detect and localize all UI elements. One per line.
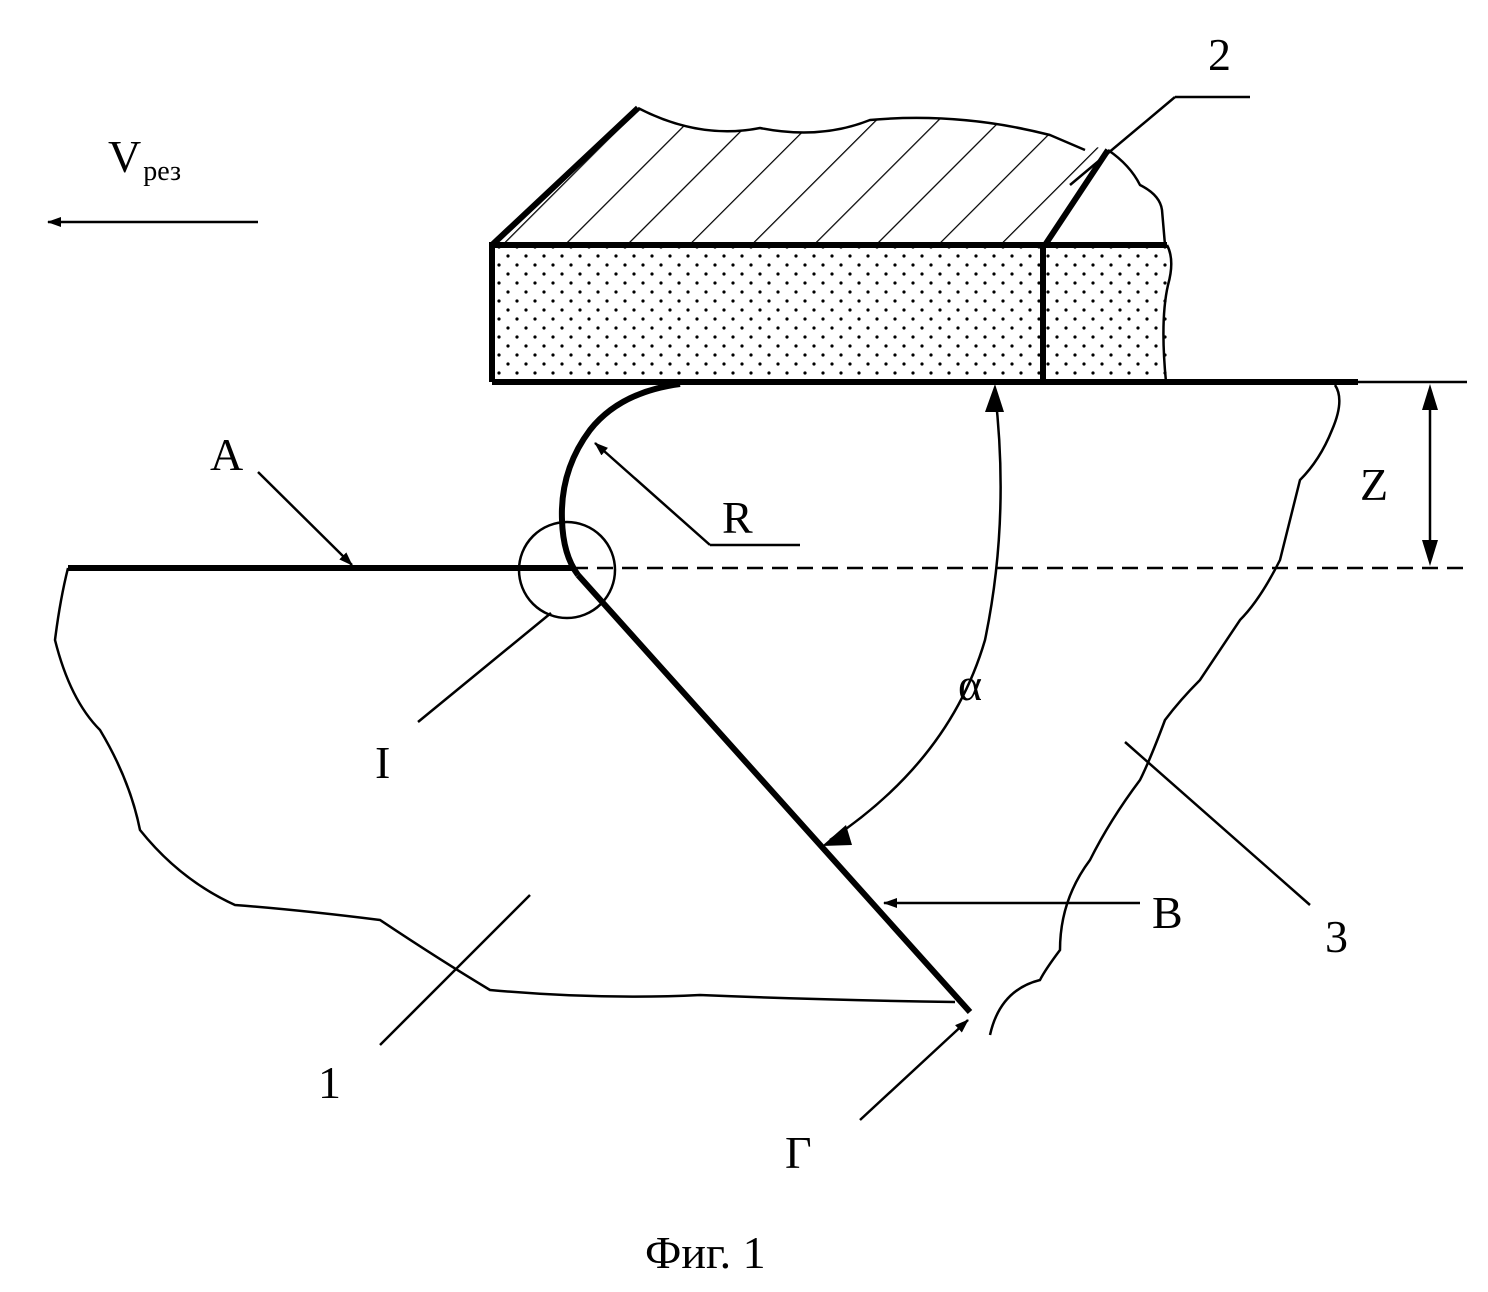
velocity-label: Vрез: [108, 131, 181, 187]
surface-b-label: В: [1152, 887, 1183, 938]
radius-r-leader: [595, 443, 710, 545]
slant-surface-b: [578, 575, 970, 1012]
radius-r-label: R: [722, 492, 753, 543]
detail-i-label: I: [375, 737, 390, 788]
angle-alpha-arc: [830, 392, 1001, 840]
depth-z-label: Z: [1360, 459, 1388, 510]
chip-profile-curve: [562, 384, 680, 575]
surface-a-leader: [258, 472, 352, 565]
point-g-label: Г: [785, 1127, 812, 1178]
part-2-leader: [1070, 97, 1175, 185]
part-1-label: 1: [318, 1057, 341, 1108]
detail-i-leader: [418, 613, 551, 722]
angle-arrow-top: [985, 384, 1004, 412]
angle-alpha-label: α: [958, 659, 982, 710]
workpiece-1-outline: [55, 568, 955, 1002]
surface-a-label: A: [210, 429, 243, 480]
abrasive-fill: [492, 245, 1167, 382]
part-2-label: 2: [1208, 29, 1231, 80]
figure-caption: Фиг. 1: [645, 1227, 766, 1278]
part-3-label: 3: [1325, 911, 1348, 962]
part-3-leader: [1125, 742, 1310, 905]
z-arrow-top: [1422, 384, 1438, 410]
point-g-leader: [860, 1020, 968, 1120]
holder-right-rough: [1108, 150, 1165, 245]
tool-holder: [492, 108, 1165, 245]
z-arrow-bottom: [1422, 540, 1438, 566]
abrasive-layer: [492, 245, 1358, 382]
part-1-leader: [380, 895, 530, 1045]
velocity-subscript: рез: [143, 156, 181, 187]
